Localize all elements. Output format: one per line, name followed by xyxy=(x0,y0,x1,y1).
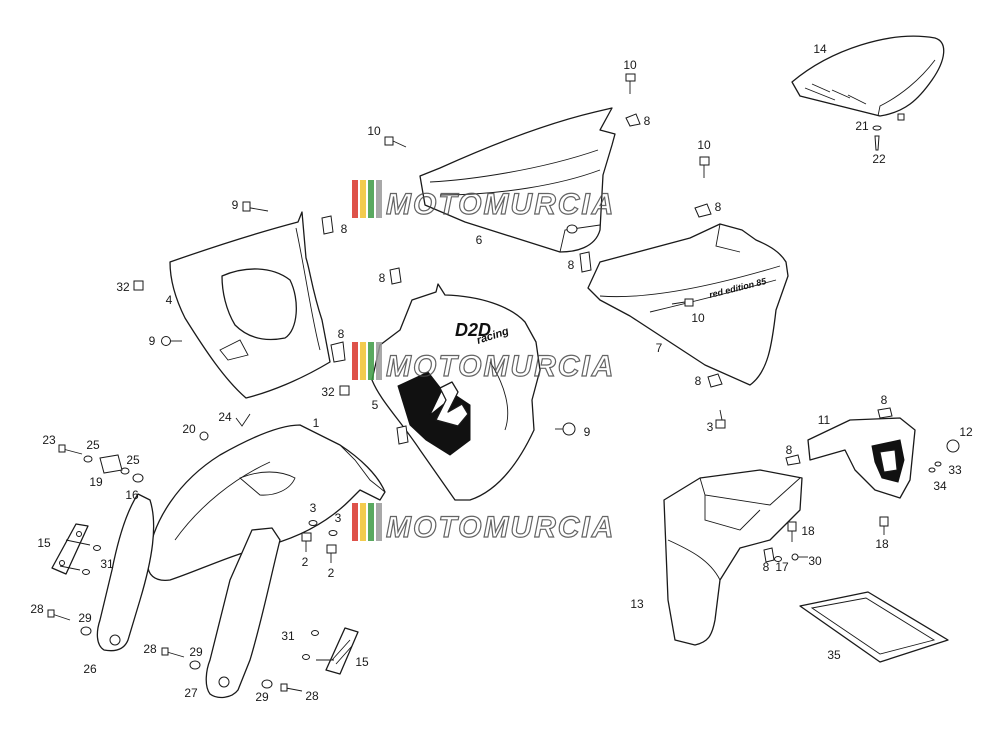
part-15-bracket-right xyxy=(325,627,359,675)
callout-c28c: 28 xyxy=(305,689,319,703)
callout-c30: 30 xyxy=(808,554,822,568)
watermark-text: MOTOMURCIA xyxy=(386,511,615,544)
callout-c10c: 10 xyxy=(697,138,711,152)
callout-c9c: 9 xyxy=(584,425,591,439)
callout-c13: 13 xyxy=(630,597,644,611)
callout-c10a: 10 xyxy=(623,58,637,72)
callout-c8h: 8 xyxy=(881,393,888,407)
part-27-fork-guard xyxy=(205,527,281,699)
callout-c15a: 15 xyxy=(37,536,51,550)
callout-c26: 26 xyxy=(83,662,97,676)
part-13-rear-mudguard xyxy=(663,469,803,646)
callout-c3a: 3 xyxy=(310,501,317,515)
callout-c31b: 31 xyxy=(281,629,295,643)
callout-c3b: 3 xyxy=(335,511,342,525)
callout-c20: 20 xyxy=(182,422,196,436)
callout-c15b: 15 xyxy=(355,655,369,669)
callout-labels: 1223334567888888888899910101010111213141… xyxy=(30,42,973,704)
part-1-front-fender xyxy=(147,424,386,581)
callout-c18b: 18 xyxy=(875,537,889,551)
callout-c8d: 8 xyxy=(379,271,386,285)
watermark-1: MOTOMURCIA xyxy=(352,180,615,222)
callout-c12: 12 xyxy=(959,425,973,439)
callout-c10b: 10 xyxy=(367,124,381,138)
callout-c3c: 3 xyxy=(707,420,714,434)
callout-c29b: 29 xyxy=(189,645,203,659)
callout-c2a: 2 xyxy=(302,555,309,569)
callout-c8b: 8 xyxy=(644,114,651,128)
callout-c6: 6 xyxy=(476,233,483,247)
callout-c8i: 8 xyxy=(786,443,793,457)
callout-c9a: 9 xyxy=(232,198,239,212)
callout-c28b: 28 xyxy=(143,642,157,656)
callout-c8g: 8 xyxy=(695,374,702,388)
watermark-2: MOTOMURCIA xyxy=(352,342,615,384)
part-15-bracket-left xyxy=(51,523,89,575)
hardware-group xyxy=(47,73,960,692)
callout-c31a: 31 xyxy=(100,557,114,571)
callout-c14: 14 xyxy=(813,42,827,56)
callout-c2b: 2 xyxy=(328,566,335,580)
callout-c8c: 8 xyxy=(715,200,722,214)
part-5-front-fairing: D2D racing xyxy=(371,283,541,501)
watermark-text: MOTOMURCIA xyxy=(386,350,615,383)
part-6-side-cover xyxy=(419,107,616,253)
part-21-22-fastener xyxy=(872,125,882,151)
callout-c25b: 25 xyxy=(126,453,140,467)
part-35-decal-sheet xyxy=(799,591,949,663)
callout-c24: 24 xyxy=(218,410,232,424)
callout-c5: 5 xyxy=(372,398,379,412)
callout-c18a: 18 xyxy=(801,524,815,538)
fairing-logo: D2D xyxy=(455,320,491,340)
callout-c29c: 29 xyxy=(255,690,269,704)
part-26-fork-guard xyxy=(96,493,155,652)
callout-c33: 33 xyxy=(948,463,962,477)
callout-c23: 23 xyxy=(42,433,56,447)
callout-c25a: 25 xyxy=(86,438,100,452)
callout-c22: 22 xyxy=(872,152,886,166)
callout-c1: 1 xyxy=(313,416,320,430)
callout-c35: 35 xyxy=(827,648,841,662)
callout-c28a: 28 xyxy=(30,602,44,616)
callout-c10d: 10 xyxy=(691,311,705,325)
callout-c16: 16 xyxy=(125,488,139,502)
callout-c32a: 32 xyxy=(116,280,130,294)
callout-c34: 34 xyxy=(933,479,947,493)
callout-c8e: 8 xyxy=(338,327,345,341)
callout-c8j: 8 xyxy=(763,560,770,574)
callout-c8f: 8 xyxy=(568,258,575,272)
callout-c19: 19 xyxy=(89,475,103,489)
watermark-3: MOTOMURCIA xyxy=(352,503,615,545)
part-4-radiator-shroud xyxy=(169,211,331,399)
callout-c32b: 32 xyxy=(321,385,335,399)
part-11-tail-bracket xyxy=(807,417,916,499)
callout-c29a: 29 xyxy=(78,611,92,625)
callout-c21: 21 xyxy=(855,119,869,133)
callout-c4: 4 xyxy=(166,293,173,307)
callout-c8a: 8 xyxy=(341,222,348,236)
callout-c9b: 9 xyxy=(149,334,156,348)
part-14-tail-cover xyxy=(791,35,945,121)
callout-c17: 17 xyxy=(775,560,789,574)
callout-c27: 27 xyxy=(184,686,198,700)
callout-c7: 7 xyxy=(656,341,663,355)
callout-c11: 11 xyxy=(818,413,831,427)
watermark-text: MOTOMURCIA xyxy=(386,188,615,221)
